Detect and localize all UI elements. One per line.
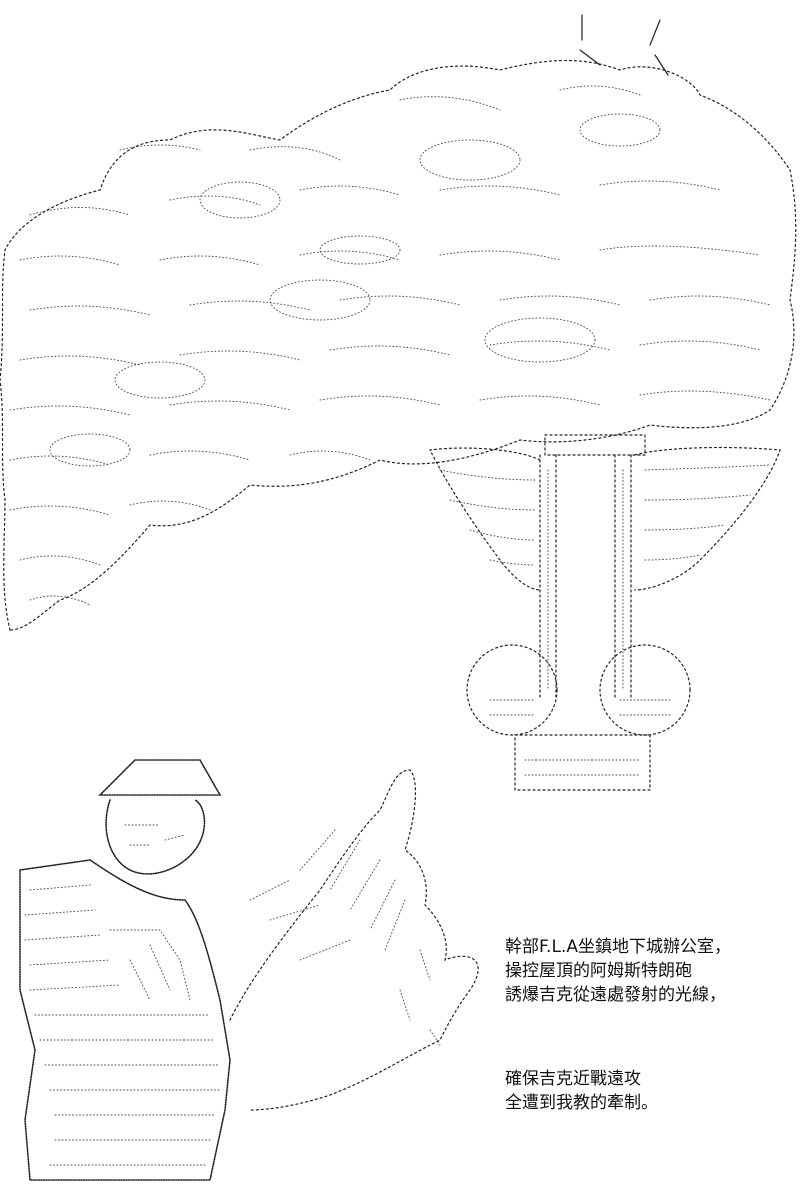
cannon-left-barrel bbox=[539, 454, 557, 701]
figure-body bbox=[19, 859, 231, 1181]
caption-2-line-2: 全遭到我教的牽制。 bbox=[505, 1093, 658, 1113]
figure-face-detail bbox=[124, 824, 186, 846]
caption-1-line-2: 操控屋頂的阿姆斯特朗砲 bbox=[505, 961, 692, 981]
left-wheel bbox=[466, 644, 558, 736]
hand-outline bbox=[229, 769, 479, 1111]
figure-hat bbox=[98, 759, 222, 796]
right-wing bbox=[634, 446, 781, 591]
cloaked-figure bbox=[19, 759, 231, 1181]
giant-hand bbox=[229, 769, 479, 1111]
caption-1-line-3: 誘爆吉克從遠處發射的光線， bbox=[505, 985, 726, 1005]
left-wing bbox=[429, 447, 541, 591]
caption-1-line-1: 幹部F.L.A坐鎮地下城辦公室， bbox=[505, 937, 731, 957]
caption-2-line-1: 確保吉克近戰遠攻 bbox=[505, 1069, 641, 1089]
smoke-cloud bbox=[0, 59, 797, 631]
cannon-barrel-texture bbox=[547, 469, 624, 691]
right-wheel bbox=[599, 644, 691, 736]
narration-caption-1: 幹部F.L.A坐鎮地下城辦公室， 操控屋頂的阿姆斯特朗砲 誘爆吉克從遠處發射的光… bbox=[505, 935, 795, 1007]
cannon-right-barrel bbox=[614, 454, 632, 701]
armstrong-cannon bbox=[429, 434, 781, 791]
figure-arm bbox=[109, 929, 191, 1001]
smoke-cloud-outline bbox=[0, 59, 797, 631]
cannon-base bbox=[514, 734, 651, 791]
figure-head bbox=[105, 799, 206, 875]
cannon-top-plate bbox=[544, 434, 646, 456]
spark-lines bbox=[579, 14, 669, 76]
narration-caption-2: 確保吉克近戰遠攻 全遭到我教的牽制。 bbox=[505, 1067, 795, 1115]
